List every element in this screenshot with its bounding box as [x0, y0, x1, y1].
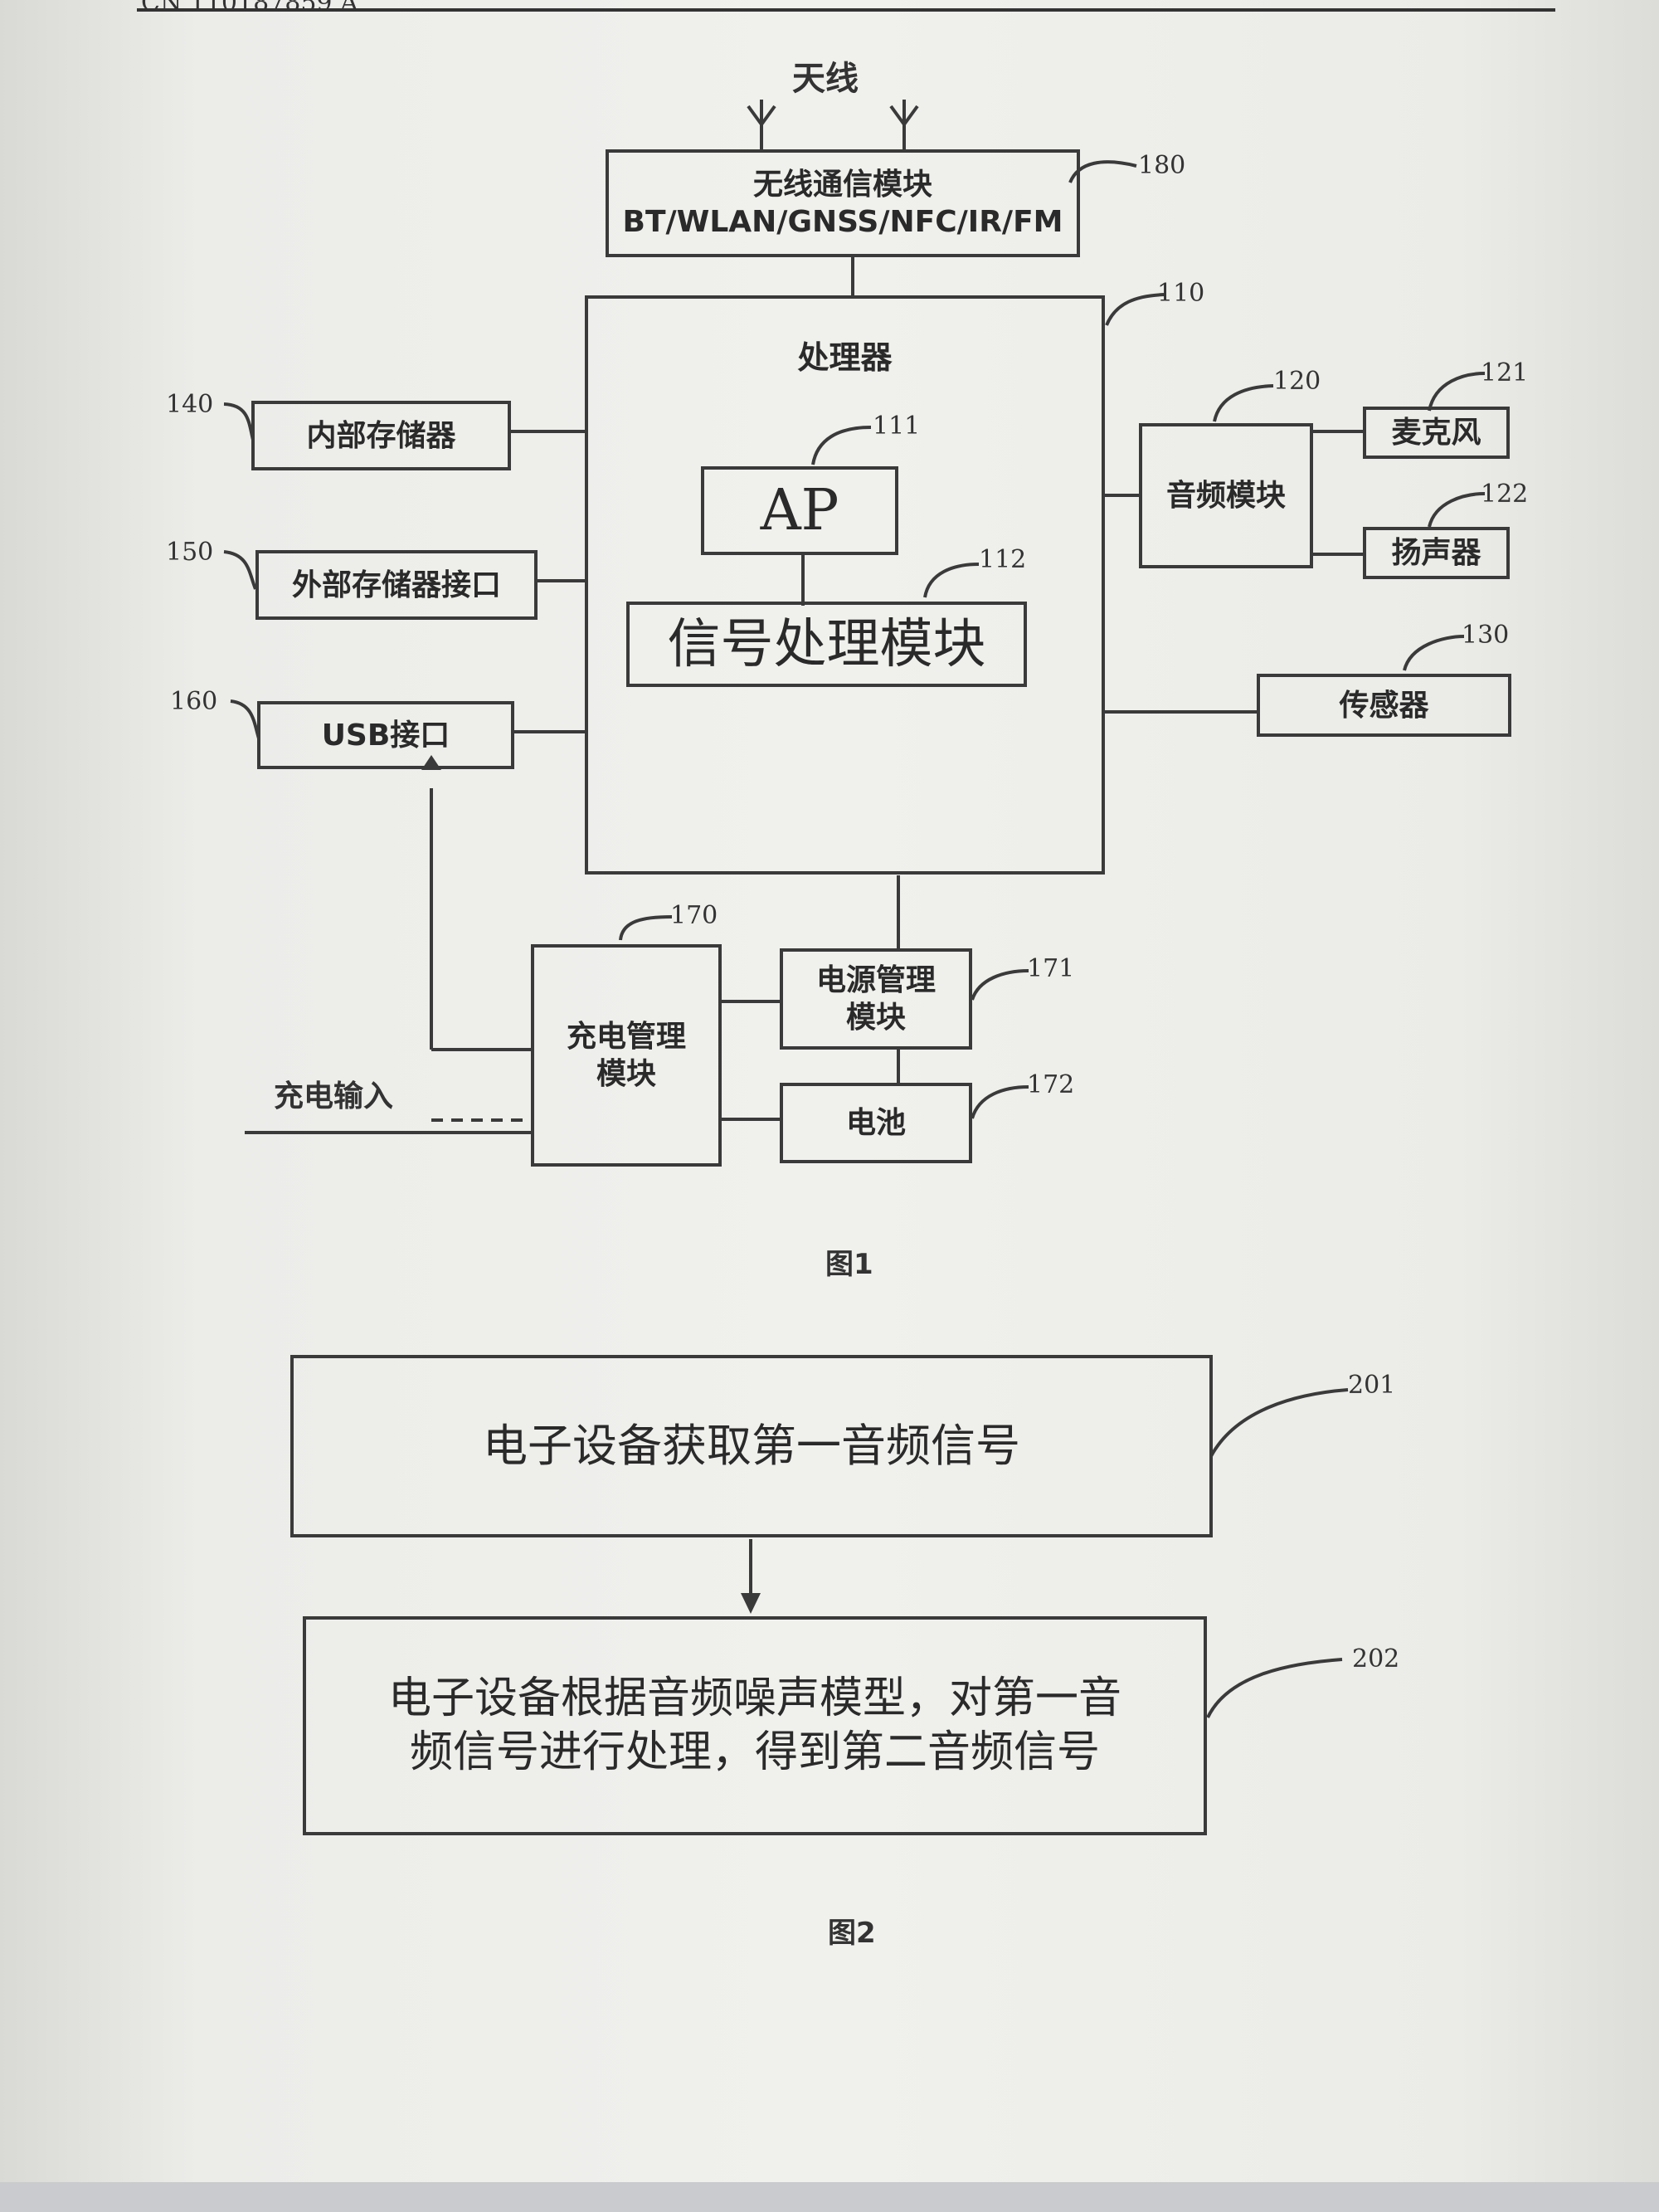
step-202-label-2: 频信号进行处理，得到第二音频信号 — [409, 1727, 1100, 1777]
external-memory-interface-box: 外部存储器接口 — [255, 550, 538, 620]
step-201-label: 电子设备获取第一音频信号 — [483, 1420, 1020, 1473]
bottom-strip — [0, 2182, 1659, 2212]
microphone-box: 麦克风 — [1363, 407, 1510, 459]
step-202-box: 电子设备根据音频噪声模型，对第一音 频信号进行处理，得到第二音频信号 — [303, 1616, 1207, 1835]
power-management-label-2: 模块 — [845, 1001, 906, 1035]
speaker-label: 扬声器 — [1391, 536, 1481, 570]
ref-121: 121 — [1481, 358, 1529, 387]
ref-202: 202 — [1352, 1644, 1400, 1674]
usb-interface-label: USB接口 — [321, 718, 450, 753]
internal-memory-box: 内部存储器 — [251, 401, 511, 470]
speaker-box: 扬声器 — [1363, 527, 1510, 579]
signal-processing-box: 信号处理模块 — [626, 602, 1027, 687]
signal-processing-label: 信号处理模块 — [667, 613, 986, 675]
ref-140: 140 — [166, 390, 214, 419]
charge-management-label-1: 充电管理 — [566, 1020, 686, 1054]
ref-120: 120 — [1273, 367, 1321, 396]
ref-160: 160 — [170, 687, 218, 716]
ref-172: 172 — [1027, 1070, 1075, 1099]
charge-management-box: 充电管理 模块 — [531, 944, 722, 1167]
antenna-left-icon — [747, 100, 776, 149]
ref-112: 112 — [979, 545, 1027, 574]
ref-150: 150 — [166, 538, 214, 567]
charge-input-label: 充电输入 — [274, 1079, 394, 1113]
wireless-module-label: 无线通信模块 — [752, 168, 932, 202]
ref-171: 171 — [1027, 954, 1075, 983]
ref-110: 110 — [1157, 279, 1205, 308]
audio-module-box: 音频模块 — [1139, 423, 1313, 568]
sensor-label: 传感器 — [1339, 688, 1429, 723]
ap-box: AP — [701, 466, 898, 555]
ref-201: 201 — [1348, 1371, 1396, 1400]
figure-1-caption: 图1 — [825, 1248, 873, 1281]
ref-111: 111 — [873, 412, 921, 441]
external-memory-interface-label: 外部存储器接口 — [291, 568, 501, 602]
processor-box: 处理器 — [585, 295, 1105, 875]
antenna-label: 天线 — [792, 60, 859, 98]
figure-2-caption: 图2 — [828, 1917, 876, 1950]
sensor-box: 传感器 — [1257, 674, 1511, 737]
usb-interface-box: USB接口 — [257, 701, 514, 769]
power-management-box: 电源管理 模块 — [780, 948, 972, 1050]
audio-module-label: 音频模块 — [1165, 479, 1286, 513]
ap-label: AP — [760, 478, 839, 543]
ref-180: 180 — [1138, 151, 1186, 180]
header-rule — [137, 8, 1555, 12]
ref-122: 122 — [1481, 480, 1529, 509]
wireless-module-box: 无线通信模块 BT/WLAN/GNSS/NFC/IR/FM — [606, 149, 1080, 257]
microphone-label: 麦克风 — [1391, 416, 1481, 450]
battery-label: 电池 — [845, 1106, 906, 1140]
charge-management-label-2: 模块 — [596, 1057, 656, 1091]
processor-label: 处理器 — [797, 339, 893, 376]
ref-130: 130 — [1462, 621, 1510, 650]
battery-box: 电池 — [780, 1083, 972, 1163]
step-201-box: 电子设备获取第一音频信号 — [290, 1355, 1213, 1537]
wireless-module-protocols: BT/WLAN/GNSS/NFC/IR/FM — [622, 205, 1063, 239]
ref-170: 170 — [670, 901, 718, 930]
internal-memory-label: 内部存储器 — [306, 418, 456, 453]
antenna-right-icon — [889, 100, 919, 149]
step-202-label-1: 电子设备根据音频噪声模型，对第一音 — [387, 1674, 1121, 1723]
power-management-label-1: 电源管理 — [815, 963, 936, 997]
